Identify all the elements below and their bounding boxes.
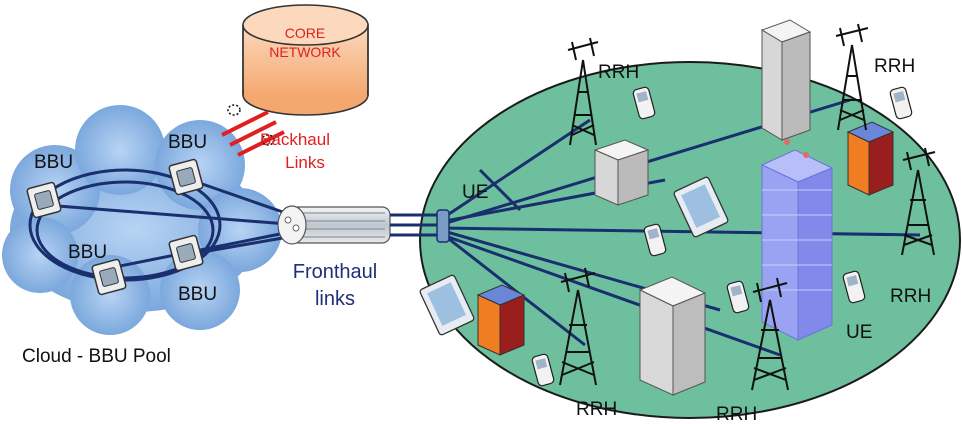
phone-icon [726, 280, 750, 314]
phone-icon [531, 353, 555, 387]
bbu-label-4: BBU [178, 284, 217, 305]
phone-icon [889, 86, 913, 120]
bbu-label-3: BBU [68, 242, 107, 263]
phone-icon [632, 86, 656, 120]
tower-icon [835, 23, 869, 131]
tower-icon [567, 37, 599, 146]
bbu-unit-icon [91, 258, 127, 296]
ue-label-2: UE [846, 322, 872, 343]
building-icon [593, 139, 650, 206]
ue-label-1: UE [462, 182, 488, 203]
fiber-bundle-icon [277, 205, 391, 245]
tower-icon [751, 277, 789, 391]
fronthaul-label-line2: links [315, 288, 355, 310]
rrh-label-2: RRH [874, 56, 915, 77]
building-icon [476, 284, 526, 356]
backhaul-label-line2: Links [285, 153, 325, 172]
tablet-icon [673, 176, 729, 238]
bbu-label-2: BBU [168, 132, 207, 153]
building-icon [760, 139, 834, 341]
cell-area [419, 61, 961, 419]
building-icon [846, 121, 895, 196]
backhaul-links [221, 110, 285, 157]
bbu-unit-icon [168, 158, 204, 196]
core-network-label-line1: CORE [285, 25, 325, 41]
core-network-icon [242, 4, 369, 116]
backhaul-label-line1: Backhaul [260, 130, 330, 149]
backhaul-marker [261, 134, 275, 146]
fronthaul-label-line1: Fronthaul [293, 261, 378, 283]
bbu-unit-icon [168, 234, 204, 272]
bbu-label-1: BBU [34, 152, 73, 173]
tablet-icon [419, 274, 475, 336]
building-icon [638, 276, 707, 396]
phone-icon [643, 223, 667, 257]
bbu-pool-label: Cloud - BBU Pool [22, 346, 171, 367]
fronthaul-connector-icon [436, 209, 450, 243]
core-network-label-line2: NETWORK [269, 44, 341, 60]
tower-icon [559, 267, 597, 386]
tower-icon [901, 147, 936, 256]
rrh-label-1: RRH [598, 62, 639, 83]
rrh-label-3: RRH [890, 286, 931, 307]
rrh-label-5: RRH [716, 404, 757, 424]
bbu-unit-icon [26, 181, 62, 219]
building-icon [760, 19, 812, 141]
rrh-label-4: RRH [576, 399, 617, 420]
phone-icon [842, 270, 866, 304]
backhaul-marker [227, 104, 241, 116]
